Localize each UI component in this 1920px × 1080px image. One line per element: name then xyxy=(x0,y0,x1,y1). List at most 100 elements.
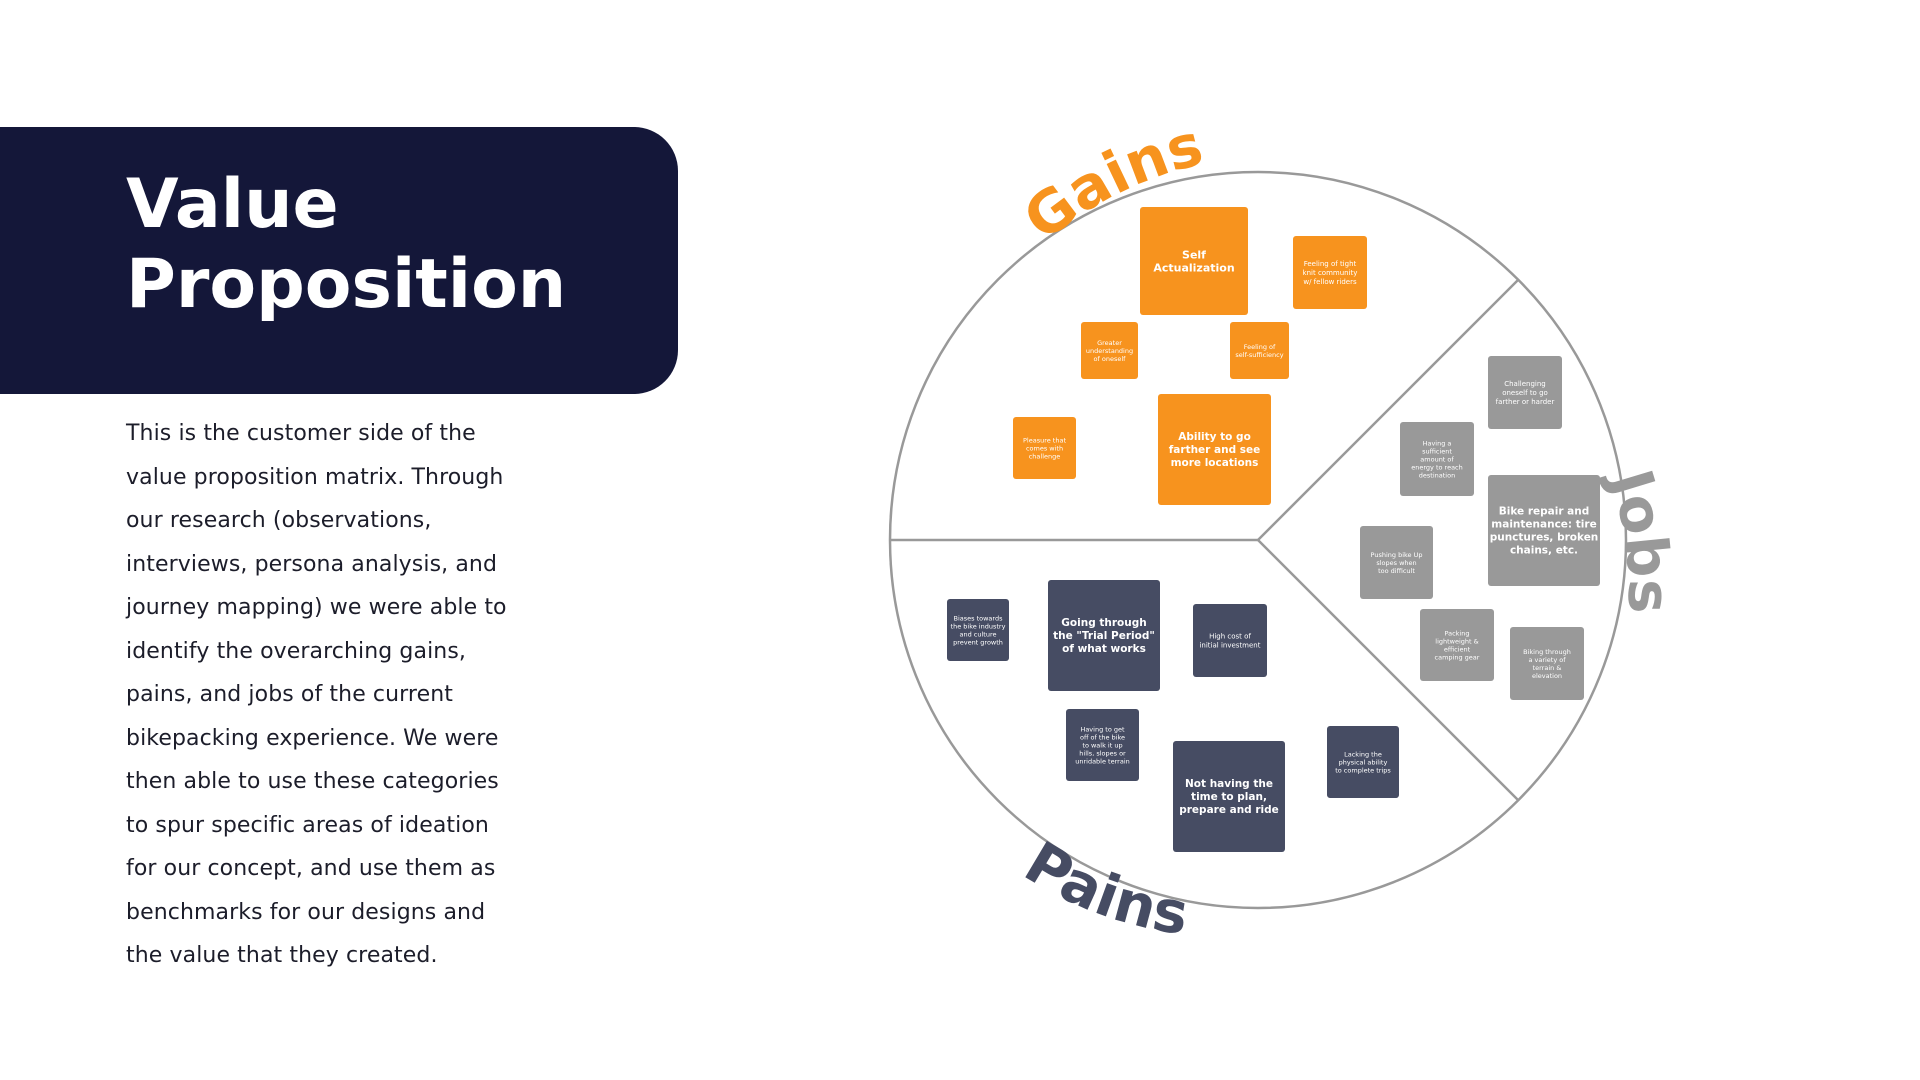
sticky-note-text: knit community xyxy=(1303,269,1358,277)
sticky-note-background xyxy=(1327,726,1399,798)
sticky-note-text: amount of xyxy=(1420,455,1454,463)
sticky-note-text: Pushing bike Up xyxy=(1371,551,1423,559)
title-line-2: Proposition xyxy=(126,245,567,324)
description-line: benchmarks for our designs and xyxy=(126,899,486,925)
sticky-note-text: energy to reach xyxy=(1411,463,1463,471)
description-line: then able to use these categories xyxy=(126,769,499,794)
sticky-note-background xyxy=(1081,322,1138,379)
sticky-note-text: unridable terrain xyxy=(1075,757,1130,765)
sticky-note-text: slopes when xyxy=(1376,559,1416,567)
sticky-note-text: farther and see xyxy=(1169,444,1261,456)
sticky-note-text: Packing xyxy=(1444,629,1469,637)
sticky-note-background xyxy=(1193,604,1267,677)
sticky-note-text: Biking through xyxy=(1523,648,1571,656)
sticky-note-text: initial investment xyxy=(1199,642,1260,650)
sticky-note-text: Feeling of xyxy=(1244,343,1276,351)
sticky-note-background xyxy=(1173,741,1285,852)
sticky-note-text: oneself to go xyxy=(1502,389,1548,397)
divider-jobs-pains xyxy=(1257,539,1519,801)
sticky-note-text: Greater xyxy=(1097,339,1122,347)
sticky-note-text: farther or harder xyxy=(1496,398,1555,406)
sticky-note-text: Having to get xyxy=(1080,725,1125,733)
sticky-note-text: of what works xyxy=(1062,643,1146,655)
sticky-note-background xyxy=(1420,609,1494,681)
description-line: our research (observations, xyxy=(126,508,432,533)
description-line: value proposition matrix. Through xyxy=(126,464,504,490)
sticky-note-text: challenge xyxy=(1029,452,1061,460)
sticky-note-background xyxy=(1158,394,1271,505)
jobs-label: Jobs xyxy=(1596,458,1684,613)
description-line: pains, and jobs of the current xyxy=(126,682,453,707)
sticky-note-text: self-sufficiency xyxy=(1235,351,1283,359)
sticky-note-text: elevation xyxy=(1532,672,1562,680)
sticky-note-text: maintenance: tire xyxy=(1491,519,1596,531)
description-line: bikepacking experience. We were xyxy=(126,725,499,751)
sticky-note-text: sufficient xyxy=(1422,447,1452,455)
sticky-note-text: to walk it up xyxy=(1082,741,1122,749)
sticky-note-text: Going through xyxy=(1061,617,1146,629)
sticky-note-background xyxy=(1488,475,1600,586)
sticky-note-text: too difficult xyxy=(1378,567,1415,575)
divider-gains-jobs xyxy=(1257,279,1519,541)
sticky-note-background xyxy=(1140,207,1248,315)
sticky-note-text: w/ fellow riders xyxy=(1303,278,1357,286)
description-line: This is the customer side of the xyxy=(126,421,476,446)
sticky-note-text: to complete trips xyxy=(1335,766,1391,774)
sticky-note-background xyxy=(1048,580,1160,691)
sticky-note-text: prevent growth xyxy=(953,638,1003,646)
sticky-note-text: understanding xyxy=(1086,347,1133,355)
sticky-note-text: efficient xyxy=(1444,645,1471,653)
sticky-note-text: time to plan, xyxy=(1191,791,1267,803)
sticky-note-background xyxy=(1400,422,1474,496)
sticky-note-text: lightweight & xyxy=(1435,637,1478,645)
sticky-note-text: chains, etc. xyxy=(1510,545,1578,557)
title-line-1: Value xyxy=(126,165,339,244)
sticky-note-text: Lacking the xyxy=(1344,750,1382,758)
sticky-note-background xyxy=(1510,627,1584,700)
sticky-note-text: destination xyxy=(1419,471,1455,479)
sticky-note-text: Bike repair and xyxy=(1499,506,1590,518)
sticky-note-text: off of the bike xyxy=(1080,733,1125,741)
description-line: to spur specific areas of ideation xyxy=(126,812,489,838)
description-line: interviews, persona analysis, and xyxy=(126,551,498,577)
sticky-note-text: of oneself xyxy=(1094,355,1127,363)
sticky-note-text: Feeling of tight xyxy=(1304,260,1357,268)
sticky-note-text: more locations xyxy=(1171,457,1259,469)
pains-label: Pains xyxy=(1014,828,1193,948)
customer-profile-circle xyxy=(888,170,1628,910)
sticky-note-background xyxy=(1293,236,1367,309)
description-line: journey mapping) we were able to xyxy=(126,595,507,620)
sticky-note-background xyxy=(1360,526,1433,599)
description-line: the value that they created. xyxy=(126,943,438,968)
sticky-note-text: a variety of xyxy=(1528,656,1566,664)
sticky-note-text: the bike industry xyxy=(951,622,1006,630)
sticky-note-text: terrain & xyxy=(1533,664,1562,672)
description-line: identify the overarching gains, xyxy=(126,638,466,664)
sticky-note-background xyxy=(1013,417,1076,479)
sticky-note-background xyxy=(947,599,1009,661)
sticky-note-text: prepare and ride xyxy=(1179,804,1279,816)
sticky-note-text: Not having the xyxy=(1185,778,1273,790)
title-panel: Value Proposition xyxy=(0,127,678,394)
sticky-note-text: hills, slopes or xyxy=(1079,749,1126,757)
sticky-note-text: Self xyxy=(1182,248,1206,261)
sticky-note-text: Biases towards xyxy=(954,614,1004,622)
sticky-note-background xyxy=(1066,709,1139,781)
